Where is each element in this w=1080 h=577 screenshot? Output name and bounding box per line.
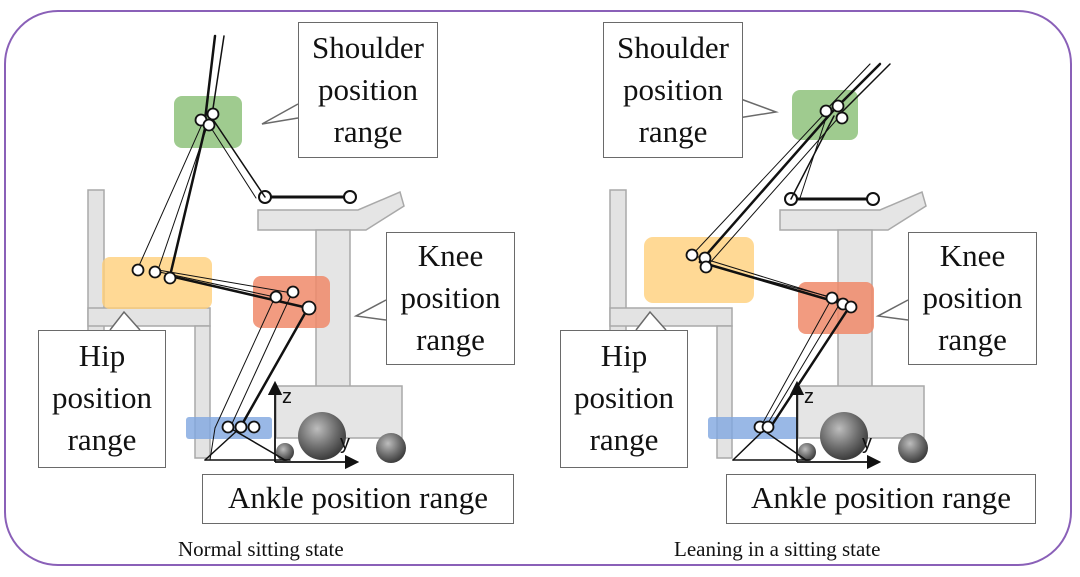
ankle-label-box: Ankle position range <box>202 474 514 524</box>
ankle-label: Ankle position range <box>750 480 1011 515</box>
hip-label-line-3: range <box>67 422 137 457</box>
axis-z-label: z <box>282 386 292 408</box>
axis-y-label: y <box>862 432 872 454</box>
caption-leaning: Leaning in a sitting state <box>674 537 881 561</box>
callout-pointers <box>635 97 909 331</box>
body-skeleton <box>691 62 891 461</box>
shoulder-label-line-3: range <box>333 114 403 149</box>
shoulder-label-line-2: position <box>318 72 418 107</box>
shoulder-label-line-1: Shoulder <box>617 30 729 65</box>
joint-marker-icon <box>685 99 858 434</box>
knee-label-line-2: position <box>922 280 1023 315</box>
caption-normal: Normal sitting state <box>178 537 344 561</box>
shoulder-label-line-2: position <box>623 72 723 107</box>
right-panel <box>609 62 928 470</box>
shoulder-label-line-1: Shoulder <box>312 30 424 65</box>
knee-label-line-1: Knee <box>939 238 1006 273</box>
hip-label-box: Hip position range <box>38 330 166 468</box>
knee-label-line-1: Knee <box>417 238 484 273</box>
body-skeleton <box>137 34 310 461</box>
coordinate-axes <box>789 380 882 470</box>
left-panel <box>87 34 406 470</box>
figure-frame <box>4 10 1072 566</box>
wheel-icon <box>798 412 928 463</box>
hip-label-box: Hip position range <box>560 330 688 468</box>
hip-label-line-2: position <box>574 380 674 415</box>
knee-label-line-3: range <box>416 322 485 357</box>
axis-y-label: y <box>340 432 350 454</box>
knee-zone <box>798 282 874 334</box>
shoulder-label-box: Shoulder position range <box>603 22 743 158</box>
handle-bar <box>784 192 880 206</box>
hip-label-line-1: Hip <box>78 338 126 373</box>
coordinate-axes <box>267 380 360 470</box>
handle-bar <box>258 190 357 204</box>
joint-marker-icon <box>131 107 317 434</box>
hip-label-line-3: range <box>589 422 659 457</box>
knee-label-line-3: range <box>938 322 1007 357</box>
hip-zone <box>102 257 212 309</box>
shoulder-label-line-3: range <box>638 114 708 149</box>
ankle-label: Ankle position range <box>227 480 488 515</box>
hip-label-line-2: position <box>52 380 152 415</box>
knee-label-box: Knee position range <box>386 232 515 365</box>
hip-label-line-1: Hip <box>600 338 648 373</box>
callout-pointers <box>109 103 387 331</box>
ankle-label-box: Ankle position range <box>726 474 1036 524</box>
knee-label-line-2: position <box>400 280 501 315</box>
hip-zone <box>644 237 754 303</box>
knee-label-box: Knee position range <box>908 232 1037 365</box>
wheel-icon <box>276 412 406 463</box>
axis-z-label: z <box>804 386 814 408</box>
shoulder-label-box: Shoulder position range <box>298 22 438 158</box>
ankle-zone <box>708 417 798 439</box>
